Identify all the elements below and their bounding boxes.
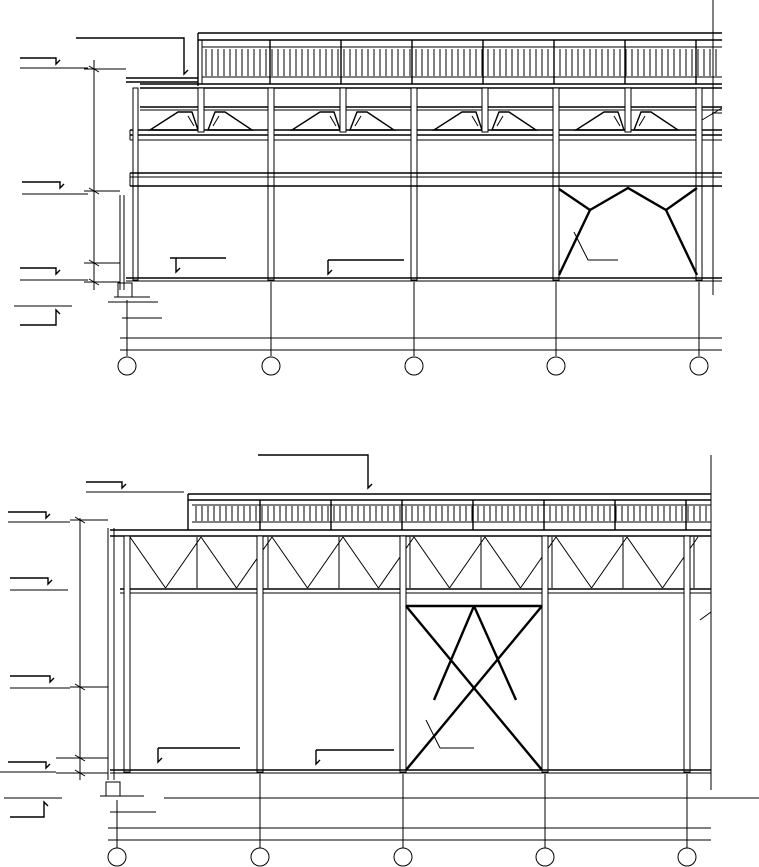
columns-lower <box>123 535 691 773</box>
hatch-line <box>236 536 273 589</box>
axis-bubble <box>117 356 137 376</box>
hatch-line <box>591 536 628 589</box>
roof-panel-band <box>140 32 722 89</box>
hatch-line <box>413 536 450 589</box>
columns-upper <box>132 87 703 281</box>
axis-bubble <box>689 356 709 376</box>
elevation-upper <box>14 0 723 376</box>
axis-bubble <box>261 356 281 376</box>
hatch-line <box>271 536 308 589</box>
elevation-lower <box>0 454 759 867</box>
panel-hatching <box>205 40 717 84</box>
hatch-line <box>484 536 521 589</box>
hatch-line <box>520 536 557 589</box>
elevation-marks-upper <box>14 37 404 326</box>
warren-truss <box>129 536 699 589</box>
axis-bubble <box>250 847 270 867</box>
hatch-line <box>307 536 344 589</box>
axis-bubble <box>107 847 127 867</box>
hatch-line <box>555 536 592 589</box>
roof-panel-band <box>110 493 711 537</box>
axis-markers-lower <box>107 774 697 867</box>
hatch-line <box>378 536 415 589</box>
axis-bubble <box>404 356 424 376</box>
leader-line <box>425 719 441 749</box>
hatch-line <box>129 536 166 589</box>
axis-bubble <box>546 356 566 376</box>
leader-line <box>573 231 589 261</box>
footing <box>105 781 121 797</box>
panel-hatching <box>195 500 707 530</box>
hatch-line <box>662 536 699 589</box>
hatch-line <box>165 536 202 589</box>
elevation-marks-lower <box>0 454 394 818</box>
hatch-line <box>200 536 237 589</box>
hatch-line <box>449 536 486 589</box>
axis-markers-upper <box>117 282 709 376</box>
hatch-line <box>342 536 379 589</box>
axis-bubble <box>393 847 413 867</box>
portal-bracing <box>558 186 698 212</box>
axis-bubble <box>535 847 555 867</box>
truss-panels <box>147 111 681 131</box>
hatch-line <box>626 536 663 589</box>
axis-bubble <box>677 847 697 867</box>
portal-bracing <box>405 604 543 771</box>
